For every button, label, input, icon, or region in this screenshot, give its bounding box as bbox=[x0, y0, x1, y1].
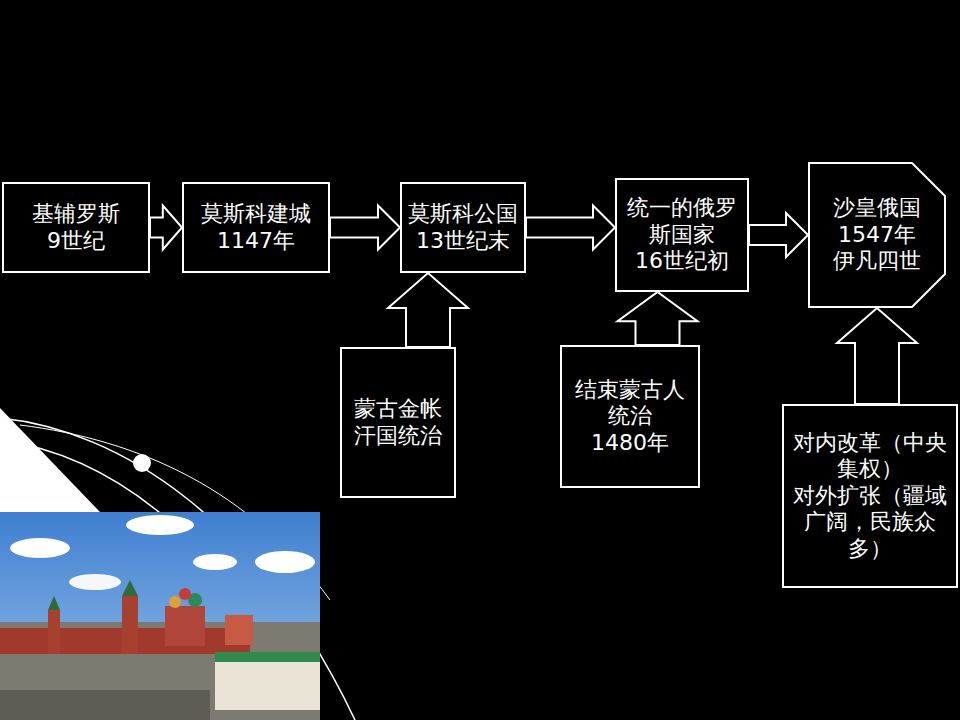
box-outline-path bbox=[809, 163, 945, 307]
block-arrow bbox=[749, 213, 808, 257]
kremlin-photo bbox=[0, 512, 320, 720]
box-detail: 1147年 bbox=[189, 228, 323, 254]
cloud bbox=[69, 574, 121, 590]
building bbox=[225, 615, 253, 645]
dome bbox=[169, 596, 181, 608]
block-arrow bbox=[526, 206, 615, 250]
box-detail: 13世纪末 bbox=[407, 228, 519, 254]
box-heading: 蒙古金帐汗国统治 bbox=[347, 396, 449, 449]
cloud bbox=[10, 538, 70, 558]
stage-box: 莫斯科公国13世纪末 bbox=[400, 182, 526, 273]
note-box: 结束蒙古人统治1480年 bbox=[560, 345, 700, 488]
box-heading: 沙皇俄国 bbox=[818, 195, 936, 221]
block-arrow bbox=[150, 206, 182, 250]
block-arrow bbox=[330, 206, 400, 250]
note-box: 对内改革（中央集权）对外扩张（疆域广阔，民族众多） bbox=[782, 404, 958, 588]
orbit-dot bbox=[133, 454, 151, 472]
white-wedge bbox=[0, 408, 100, 512]
box-detail: 16世纪初 bbox=[622, 248, 742, 274]
box-heading: 对内改革（中央集权） bbox=[789, 430, 951, 483]
box-detail: 1480年 bbox=[567, 430, 693, 456]
block-arrow bbox=[837, 308, 917, 404]
orbit-line bbox=[0, 418, 355, 720]
block-arrow bbox=[388, 273, 468, 347]
square bbox=[0, 690, 210, 720]
cloud bbox=[255, 551, 315, 573]
box-heading: 莫斯科建城 bbox=[189, 201, 323, 227]
stage-box: 基辅罗斯9世纪 bbox=[2, 182, 150, 273]
box-detail: 9世纪 bbox=[9, 228, 143, 254]
box-heading: 基辅罗斯 bbox=[9, 201, 143, 227]
stage-box: 沙皇俄国1547年伊凡四世 bbox=[808, 162, 946, 308]
dome bbox=[179, 588, 191, 600]
box-heading: 莫斯科公国 bbox=[407, 201, 519, 227]
photo-sky bbox=[0, 512, 320, 720]
cathedral bbox=[165, 606, 205, 646]
tower-roof bbox=[122, 580, 138, 596]
green-roof bbox=[215, 652, 320, 662]
tower bbox=[48, 610, 60, 654]
building bbox=[215, 660, 320, 710]
note-box: 蒙古金帐汗国统治 bbox=[340, 347, 456, 498]
box-detail: 伊凡四世 bbox=[818, 248, 936, 274]
box-heading: 统一的俄罗斯国家 bbox=[622, 195, 742, 248]
cloud bbox=[126, 515, 194, 535]
box-detail: 对外扩张（疆域广阔，民族众多） bbox=[789, 483, 951, 562]
stage-box: 莫斯科建城1147年 bbox=[182, 182, 330, 273]
tower bbox=[122, 596, 138, 654]
box-detail: 1547年 bbox=[818, 222, 936, 248]
stage-box: 统一的俄罗斯国家16世纪初 bbox=[615, 178, 749, 292]
block-arrow bbox=[618, 292, 698, 345]
tower-roof bbox=[48, 596, 60, 610]
cloud bbox=[193, 554, 237, 570]
box-heading: 结束蒙古人统治 bbox=[567, 377, 693, 430]
